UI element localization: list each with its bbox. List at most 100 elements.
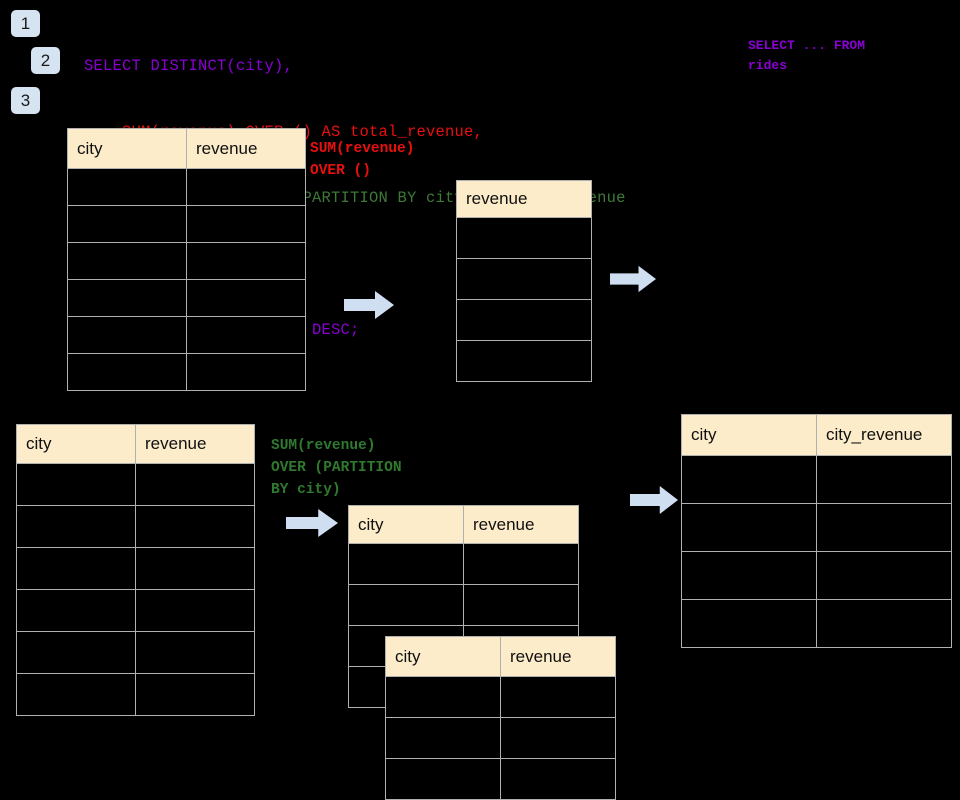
- column-header-city: city: [16, 424, 136, 464]
- column-header-city: city: [67, 128, 187, 169]
- table-row: [456, 340, 592, 382]
- table-row: [385, 676, 616, 718]
- table-cell: [500, 676, 616, 718]
- arrow-partition-to-result: [630, 485, 678, 515]
- table-cell: [186, 353, 306, 391]
- table-cell: [67, 205, 187, 243]
- table-row: [348, 584, 579, 626]
- table-cell: [135, 505, 255, 548]
- table-cell: [135, 547, 255, 590]
- table-cell: [16, 673, 136, 716]
- table-row: [16, 505, 255, 548]
- table-cell: [186, 279, 306, 317]
- table-row: [67, 316, 306, 354]
- table-cell: [186, 316, 306, 354]
- table-cell: [135, 463, 255, 506]
- table-row: [456, 217, 592, 259]
- table-cell: [681, 455, 817, 504]
- table-cell: [681, 551, 817, 600]
- table-cell: [463, 543, 579, 585]
- table-cell: [500, 758, 616, 800]
- table-row: [456, 258, 592, 300]
- table-cell: [681, 503, 817, 552]
- step-badge-3[interactable]: 3: [11, 87, 40, 114]
- sql-line-select: SELECT DISTINCT(city),: [84, 57, 294, 75]
- table-row: [681, 503, 952, 552]
- table-cell: [681, 599, 817, 648]
- column-header-city: city: [385, 636, 501, 677]
- table-row: [67, 205, 306, 243]
- table-row: [385, 717, 616, 759]
- column-header-revenue: revenue: [500, 636, 616, 677]
- table-cell: [456, 217, 592, 259]
- table-row: [16, 463, 255, 506]
- table-cell: [67, 279, 187, 317]
- table-cell: [16, 547, 136, 590]
- table-row: [348, 543, 579, 585]
- table-cell: [135, 631, 255, 674]
- table-cell: [135, 589, 255, 632]
- table-total-revenue: revenue: [456, 180, 592, 382]
- step-badge-1[interactable]: 1: [11, 10, 40, 37]
- table-row: [16, 631, 255, 674]
- table-cell: [385, 758, 501, 800]
- table-cell: [186, 242, 306, 280]
- table-row: [681, 551, 952, 600]
- table-row: [16, 589, 255, 632]
- table-row: [67, 353, 306, 391]
- table-cell: [816, 599, 952, 648]
- annotation-total-window: SUM(revenue) OVER (): [310, 141, 415, 179]
- table-header-row: revenue: [456, 180, 592, 218]
- table-cell: [135, 673, 255, 716]
- column-header-revenue: revenue: [463, 505, 579, 544]
- table-cell: [186, 168, 306, 206]
- table-cell: [67, 242, 187, 280]
- table-row: [456, 299, 592, 341]
- table-row: [681, 455, 952, 504]
- table-cell: [348, 543, 464, 585]
- column-header-city-revenue: city_revenue: [816, 414, 952, 456]
- column-header-revenue: revenue: [135, 424, 255, 464]
- table-cell: [348, 584, 464, 626]
- column-header-city: city: [681, 414, 817, 456]
- table-cell: [456, 340, 592, 382]
- table-cell: [816, 503, 952, 552]
- column-header-revenue: revenue: [186, 128, 306, 169]
- table-row: [16, 547, 255, 590]
- table-cell: [67, 353, 187, 391]
- table-cell: [16, 505, 136, 548]
- table-row: [67, 242, 306, 280]
- table-row: [67, 279, 306, 317]
- table-row: [16, 673, 255, 716]
- table-cell: [816, 551, 952, 600]
- step-badge-2[interactable]: 2: [31, 47, 60, 74]
- table-cell: [500, 717, 616, 759]
- column-header-city: city: [348, 505, 464, 544]
- table-cell: [816, 455, 952, 504]
- table-row: [681, 599, 952, 648]
- table-cell: [385, 676, 501, 718]
- column-header-revenue: revenue: [456, 180, 592, 218]
- table-cell: [16, 463, 136, 506]
- table-cell: [16, 631, 136, 674]
- table-cell: [463, 584, 579, 626]
- table-cell: [67, 316, 187, 354]
- annotation-partition-window: SUM(revenue) OVER (PARTITION BY city): [271, 438, 402, 498]
- arrow-total-to-result: [610, 265, 656, 293]
- table-cell: [456, 258, 592, 300]
- table-cell: [186, 205, 306, 243]
- arrow-rides-to-total: [344, 290, 394, 320]
- table-cell: [385, 717, 501, 759]
- table-cell: [456, 299, 592, 341]
- table-row: [385, 758, 616, 800]
